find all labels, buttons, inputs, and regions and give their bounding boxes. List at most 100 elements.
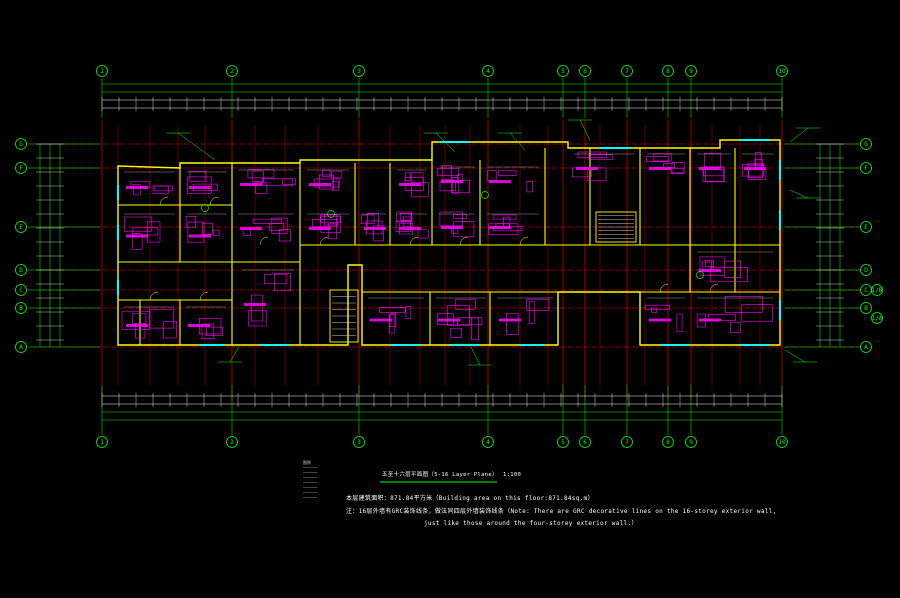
door-swing: [259, 236, 269, 246]
axis-label: 2: [230, 439, 234, 446]
furniture-item: [730, 322, 741, 333]
room-label-mark: [649, 318, 671, 322]
furniture-item: [455, 298, 476, 310]
room-label-mark: [126, 324, 148, 327]
room-label-mark: [489, 226, 511, 229]
furniture-item: [271, 217, 288, 234]
furniture-item: [405, 306, 412, 319]
axis-bubble: [482, 436, 494, 448]
door-swing: [409, 236, 419, 246]
furniture-item: [441, 165, 452, 180]
room-label-mark: [489, 180, 511, 183]
section-marker: [696, 271, 704, 279]
axis-label: 8: [666, 439, 670, 446]
furniture-item: [702, 169, 725, 182]
axis-label: 5: [561, 68, 565, 75]
axis-label: C: [864, 287, 868, 294]
axis-bubble: [15, 284, 27, 296]
door-swing: [659, 283, 669, 293]
furniture-item: [754, 159, 764, 167]
furniture-item: [269, 223, 285, 231]
furniture-item: [132, 233, 143, 250]
furniture-item: [498, 170, 517, 176]
furniture-item: [506, 312, 519, 335]
furniture-item: [206, 326, 224, 336]
door-swing: [209, 196, 219, 206]
axis-label: 1: [100, 439, 104, 446]
furniture-item: [528, 301, 535, 324]
legend-line: ——————: [303, 470, 318, 475]
furniture-item: [251, 170, 264, 182]
axis-label: 5: [561, 439, 565, 446]
axis-bubble: [96, 436, 108, 448]
axis-bubble: [860, 162, 872, 174]
axis-bubble: [662, 65, 674, 77]
axis-bubble: [15, 162, 27, 174]
axis-bubble: [871, 284, 883, 296]
grc-note: 注：16层外墙有GRC装饰线条，做法同四层外墙装饰线条（Note: There …: [346, 508, 777, 515]
furniture-item: [741, 163, 764, 177]
axis-label: 4: [486, 439, 490, 446]
axis-label: 7: [625, 439, 629, 446]
leader-line: [509, 132, 526, 151]
axis-bubble: [871, 312, 883, 324]
leader-line: [579, 119, 591, 141]
furniture-item: [187, 176, 212, 194]
room-label-mark: [744, 167, 766, 170]
axis-bubble: [662, 436, 674, 448]
door-swing: [159, 196, 169, 206]
section-marker: [481, 191, 489, 199]
furniture-item: [327, 223, 337, 240]
door-swing: [149, 291, 159, 301]
axis-label: 10: [778, 68, 786, 75]
axis-bubble: [353, 65, 365, 77]
axis-bubble: [579, 65, 591, 77]
axis-label: 9: [689, 68, 693, 75]
furniture-item: [319, 214, 341, 223]
furniture-item: [251, 294, 264, 322]
furniture-item: [471, 317, 479, 340]
axis-bubble: [226, 436, 238, 448]
furniture-item: [323, 214, 337, 226]
door-swing: [709, 283, 719, 293]
axis-label: D: [19, 267, 23, 274]
axis-bubble: [226, 65, 238, 77]
furniture-item: [651, 307, 658, 313]
furniture-item: [255, 181, 268, 194]
axis-label: 9: [689, 439, 693, 446]
furniture-item: [247, 169, 275, 179]
axis-label: F: [19, 165, 23, 172]
axis-bubble: [860, 264, 872, 276]
room-label-mark: [441, 226, 463, 229]
legend-line: ——————: [303, 490, 318, 495]
axis-bubble: [860, 221, 872, 233]
section-marker: [327, 210, 335, 218]
furniture-item: [320, 216, 341, 233]
door-swing: [519, 236, 529, 246]
leader-line: [435, 132, 456, 153]
room-label-mark: [699, 318, 721, 322]
axis-label: 4: [486, 68, 490, 75]
drawing-scale: 1:100: [503, 472, 522, 478]
furniture-item: [492, 214, 517, 220]
axis-label: A: [864, 344, 868, 351]
axis-label: E: [864, 224, 868, 231]
room-label-mark: [576, 167, 598, 170]
furniture-item: [321, 169, 331, 178]
room-label-mark: [126, 234, 148, 238]
furniture-item: [379, 306, 406, 313]
furniture-item: [149, 309, 175, 329]
furniture-item: [132, 313, 147, 324]
legend-line: ——————: [303, 480, 318, 485]
axis-label: D: [864, 267, 868, 274]
furniture-item: [526, 298, 550, 311]
room-label-mark: [188, 324, 210, 327]
furniture-item: [282, 178, 296, 185]
axis-bubble: [557, 65, 569, 77]
axis-bubble: [685, 436, 697, 448]
furniture-item: [389, 314, 396, 334]
stair-core: [595, 211, 637, 243]
furniture-item: [411, 182, 429, 198]
furniture-item: [526, 181, 533, 193]
